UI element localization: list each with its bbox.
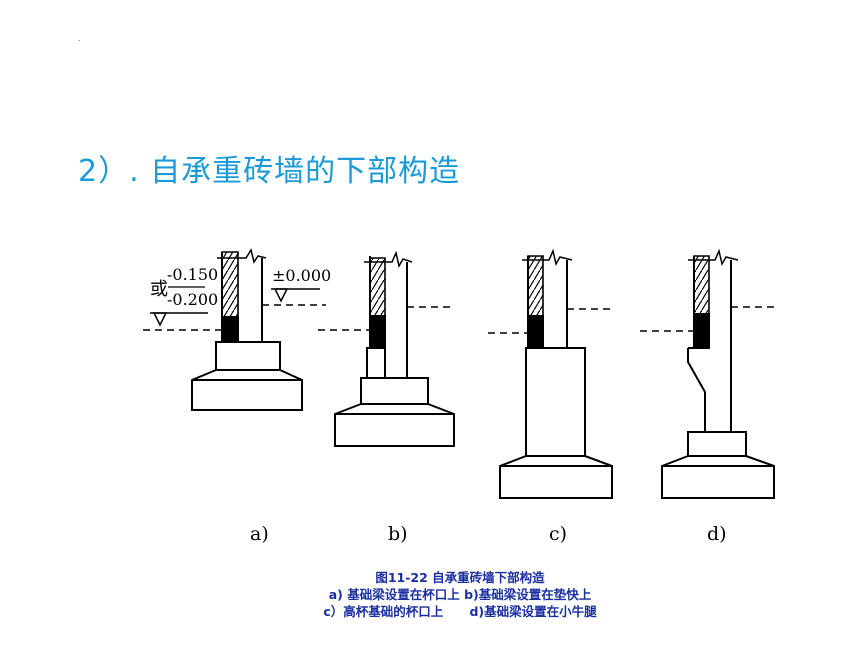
- break-line-a: [217, 248, 267, 264]
- break-line-b: [364, 250, 413, 269]
- level-zero: ±0.000: [272, 266, 331, 285]
- corbel-d: [687, 348, 706, 432]
- wall-hatch-a: [221, 251, 239, 318]
- base-b: [334, 403, 455, 447]
- base-c: [499, 455, 613, 499]
- level-prefix: 或: [150, 279, 168, 300]
- cup-a: [215, 341, 281, 371]
- break-line-c: [522, 248, 573, 267]
- base-a: [191, 369, 303, 411]
- panel-b: [318, 250, 455, 447]
- panel-label-a: a): [250, 523, 269, 545]
- cup-b: [360, 377, 429, 405]
- wall-hatch-c: [527, 255, 544, 317]
- wall-hatch-b: [369, 257, 386, 317]
- panel-a: [143, 248, 326, 411]
- panel-d: [640, 248, 778, 499]
- wall-hatch-d: [693, 255, 710, 315]
- panel-label-c: c): [549, 523, 567, 545]
- panel-c: [488, 248, 615, 499]
- high-cup-c: [525, 347, 586, 457]
- corner-mark: .: [78, 34, 81, 43]
- panel-label-d: d): [707, 523, 727, 545]
- cup-d: [687, 431, 747, 457]
- pad-block-b: [366, 347, 386, 379]
- beam-b: [369, 315, 386, 347]
- panel-label-b: b): [388, 523, 408, 545]
- beam-a: [221, 316, 239, 343]
- caption-c: c）高杯基础的杯口上: [323, 604, 444, 619]
- figure-caption-line3: c）高杯基础的杯口上 d)基础梁设置在小牛腿: [250, 603, 670, 620]
- slide-title: 2）. 自承重砖墙的下部构造: [78, 154, 461, 189]
- figure-caption-line2: a) 基础梁设置在杯口上 b)基础梁设置在垫快上: [328, 587, 592, 602]
- beam-c: [527, 315, 544, 349]
- figure-caption-title: 图11-22 自承重砖墙下部构造: [375, 570, 545, 585]
- level-minus-0150: -0.150: [167, 265, 218, 284]
- base-d: [661, 455, 775, 499]
- break-line-d: [688, 248, 739, 267]
- level-minus-0200: -0.200: [167, 290, 218, 309]
- caption-d: d)基础梁设置在小牛腿: [469, 604, 597, 619]
- beam-d: [693, 313, 710, 349]
